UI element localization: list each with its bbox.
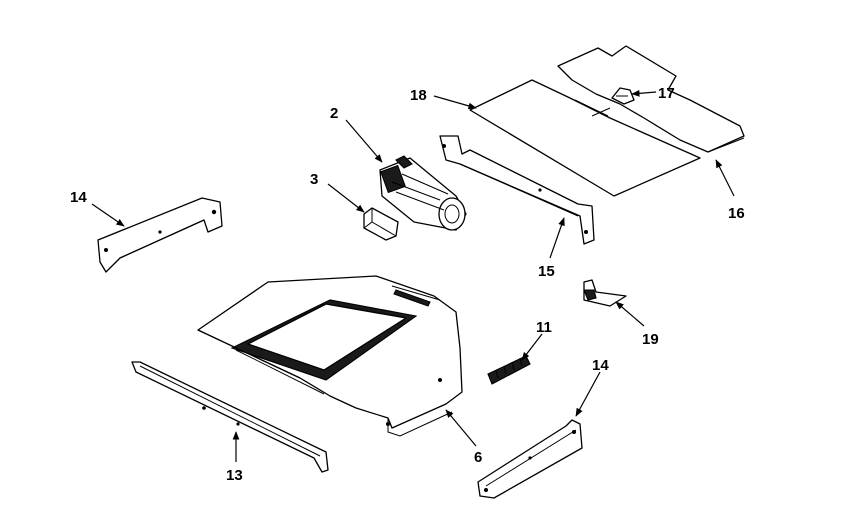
leader-11: [521, 333, 543, 361]
part-3-connector-block: [363, 207, 399, 241]
callout-16: 16: [728, 205, 745, 222]
leader-19: [615, 301, 645, 327]
callout-6: 6: [474, 449, 482, 466]
part-15-rear-bracket: [439, 135, 595, 245]
leader-15: [549, 217, 565, 259]
callout-2: 2: [330, 105, 338, 122]
part-6-air-duct-assembly: [197, 275, 463, 437]
part-18-insulation-sheet: [469, 79, 701, 197]
part-11-terminal-block: [487, 355, 531, 385]
callout-13: 13: [226, 467, 243, 484]
part-14-left-side-bracket: [97, 197, 223, 273]
leader-lines: [91, 90, 735, 462]
callout-11: 11: [536, 319, 552, 336]
callout-14-left: 14: [70, 189, 87, 206]
callout-labels: 2 3 14 18 17 16 15 19 11 6 13 14: [70, 85, 745, 484]
leader-14-right: [575, 371, 601, 417]
part-16-cover-panel: [557, 45, 745, 153]
part-13-front-rail: [131, 361, 329, 473]
leader-6: [445, 409, 477, 447]
leader-16: [715, 159, 735, 197]
callout-17: 17: [658, 85, 675, 102]
part-19-small-bracket: [583, 279, 627, 307]
callout-19: 19: [642, 331, 659, 348]
part-2-blower-motor: [379, 155, 467, 231]
leader-17: [631, 90, 657, 97]
callout-3: 3: [310, 171, 318, 188]
leader-3: [327, 183, 365, 213]
part-14-right-side-bracket: [477, 419, 583, 499]
callout-15: 15: [538, 263, 555, 280]
leader-18: [433, 95, 477, 110]
leader-14-left: [91, 203, 125, 227]
leader-2: [345, 119, 383, 163]
callout-18: 18: [410, 87, 427, 104]
callout-14-right: 14: [592, 357, 609, 374]
